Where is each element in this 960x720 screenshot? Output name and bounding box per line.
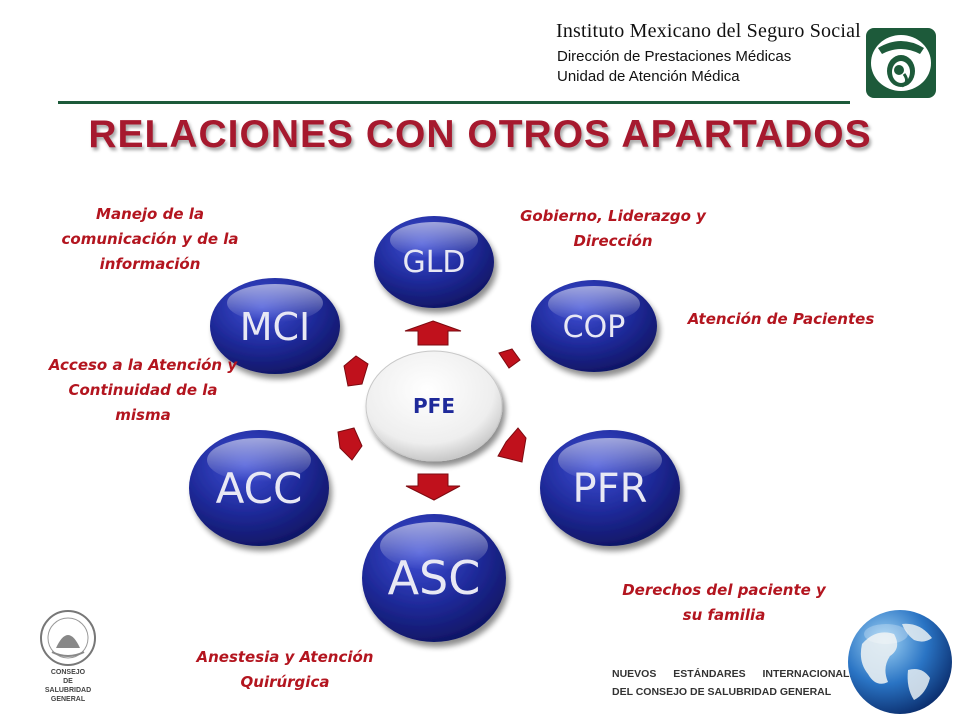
center-node-pfe bbox=[365, 350, 503, 462]
node-gld bbox=[374, 216, 494, 308]
node-label-pfr: PFR bbox=[573, 466, 648, 512]
header-rule bbox=[58, 101, 850, 104]
arrow-to-asc bbox=[405, 473, 461, 501]
institution-name: Instituto Mexicano del Seguro Social bbox=[556, 20, 861, 42]
node-label-mci: MCI bbox=[240, 305, 311, 349]
unit-name: Unidad de Atención Médica bbox=[557, 68, 740, 85]
footer-line-1: NUEVOS ESTÁNDARES INTERNACIONALES bbox=[612, 668, 864, 680]
node-asc bbox=[362, 514, 506, 642]
center-label: PFE bbox=[413, 394, 455, 418]
label-acc: Acceso a la Atención y Continuidad de la… bbox=[48, 356, 238, 424]
arrow-to-acc bbox=[337, 427, 363, 461]
node-mci bbox=[210, 278, 340, 374]
node-label-gld: GLD bbox=[402, 245, 465, 280]
seal-caption: CONSEJO DE SALUBRIDAD GENERAL bbox=[44, 669, 92, 703]
node-acc bbox=[189, 430, 329, 546]
label-mci: Manejo de la comunicación y de la inform… bbox=[61, 205, 239, 273]
arrow-to-pfr bbox=[497, 427, 527, 463]
footer-line-2: DEL CONSEJO DE SALUBRIDAD GENERAL bbox=[612, 686, 832, 698]
imss-logo bbox=[866, 28, 936, 98]
mexico-seal-icon bbox=[40, 610, 96, 666]
node-label-cop: COP bbox=[563, 310, 626, 345]
globe-icon bbox=[848, 610, 952, 714]
label-pfr: Derechos del paciente y su familia bbox=[622, 581, 826, 624]
label-cop: Atención de Pacientes bbox=[687, 310, 875, 328]
label-gld: Gobierno, Liderazgo y Dirección bbox=[520, 207, 706, 250]
node-cop bbox=[531, 280, 657, 372]
arrow-to-gld bbox=[404, 320, 462, 346]
label-asc: Anestesia y Atención Quirúrgica bbox=[196, 648, 374, 691]
arrow-to-cop bbox=[498, 348, 521, 369]
node-pfr bbox=[540, 430, 680, 546]
node-label-acc: ACC bbox=[216, 464, 303, 513]
page-title: RELACIONES CON OTROS APARTADOS bbox=[88, 113, 872, 156]
node-label-asc: ASC bbox=[388, 551, 481, 605]
direction-name: Dirección de Prestaciones Médicas bbox=[557, 48, 792, 65]
arrow-to-mci bbox=[343, 355, 369, 387]
